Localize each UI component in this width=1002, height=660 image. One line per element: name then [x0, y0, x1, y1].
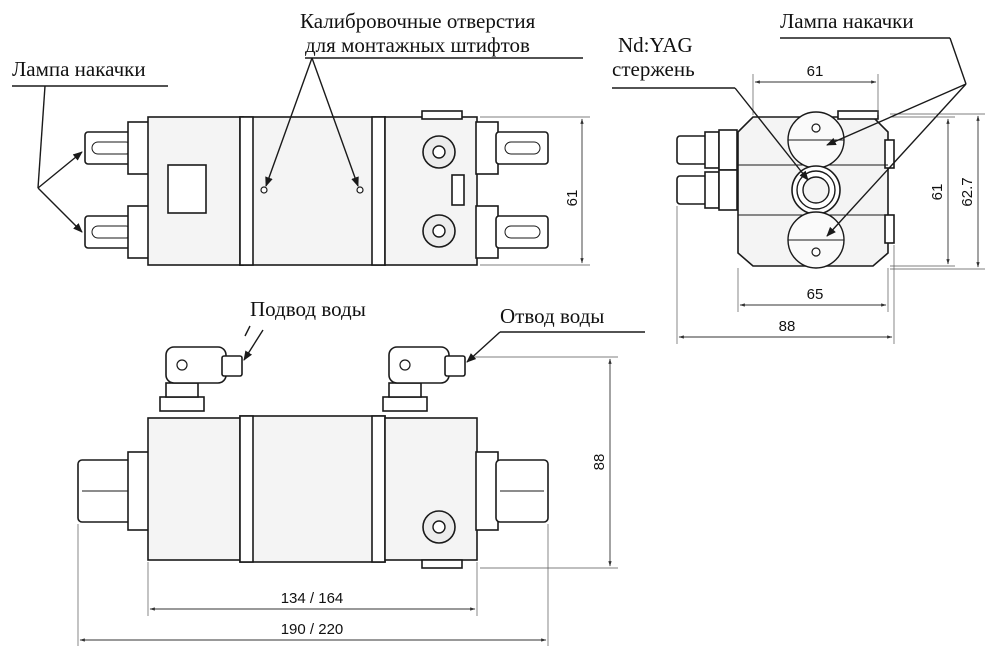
- dim-top-height: 61: [564, 190, 581, 207]
- water-inlet-fitting: [159, 346, 243, 412]
- dim-end-height-61: 61: [929, 184, 946, 201]
- label-water-inlet: Подвод воды: [250, 297, 366, 321]
- water-fitting-bottom: [422, 214, 456, 248]
- top-view: 61: [84, 110, 590, 266]
- dim-side-length-outer: 190 / 220: [281, 621, 344, 638]
- label-water-outlet: Отвод воды: [500, 304, 604, 328]
- end-lamp-bottom: [787, 211, 845, 269]
- end-lamp-top: [787, 111, 845, 169]
- lamp-electrode-bottom-right: [475, 205, 549, 259]
- end-view: 61 61 62.7 65 88: [676, 63, 985, 344]
- label-pump-lamp-right: Лампа накачки: [780, 9, 914, 33]
- label-calibration-holes-2: для монтажных штифтов: [305, 33, 530, 57]
- calibration-hole-right: [356, 186, 364, 194]
- dim-end-width-inner: 61: [807, 63, 824, 80]
- dim-side-length-inner: 134 / 164: [281, 590, 344, 607]
- dim-end-width-88: 88: [779, 318, 796, 335]
- side-port: [422, 510, 456, 544]
- lamp-electrode-bottom-left: [84, 205, 151, 259]
- label-calibration-holes-1: Калибровочные отверстия: [300, 9, 536, 33]
- side-view: 88 134 / 164 190 / 220: [77, 346, 618, 646]
- calibration-hole-left: [260, 186, 268, 194]
- lamp-electrode-top-right: [475, 121, 549, 175]
- end-fitting-upper: [676, 129, 738, 171]
- dim-end-height-62-7: 62.7: [959, 177, 976, 206]
- label-ndyag-2: стержень: [612, 57, 695, 81]
- end-fitting-lower: [676, 169, 738, 211]
- top-body-center: [239, 116, 386, 266]
- dim-end-width-65: 65: [807, 286, 824, 303]
- water-fitting-top: [422, 135, 456, 169]
- lamp-electrode-top-left: [84, 121, 151, 175]
- dim-side-height: 88: [591, 454, 608, 471]
- water-outlet-fitting: [382, 346, 466, 412]
- label-pump-lamp-left: Лампа накачки: [12, 57, 146, 81]
- label-ndyag-1: Nd:YAG: [618, 33, 693, 57]
- end-ndyag-rod: [791, 165, 841, 215]
